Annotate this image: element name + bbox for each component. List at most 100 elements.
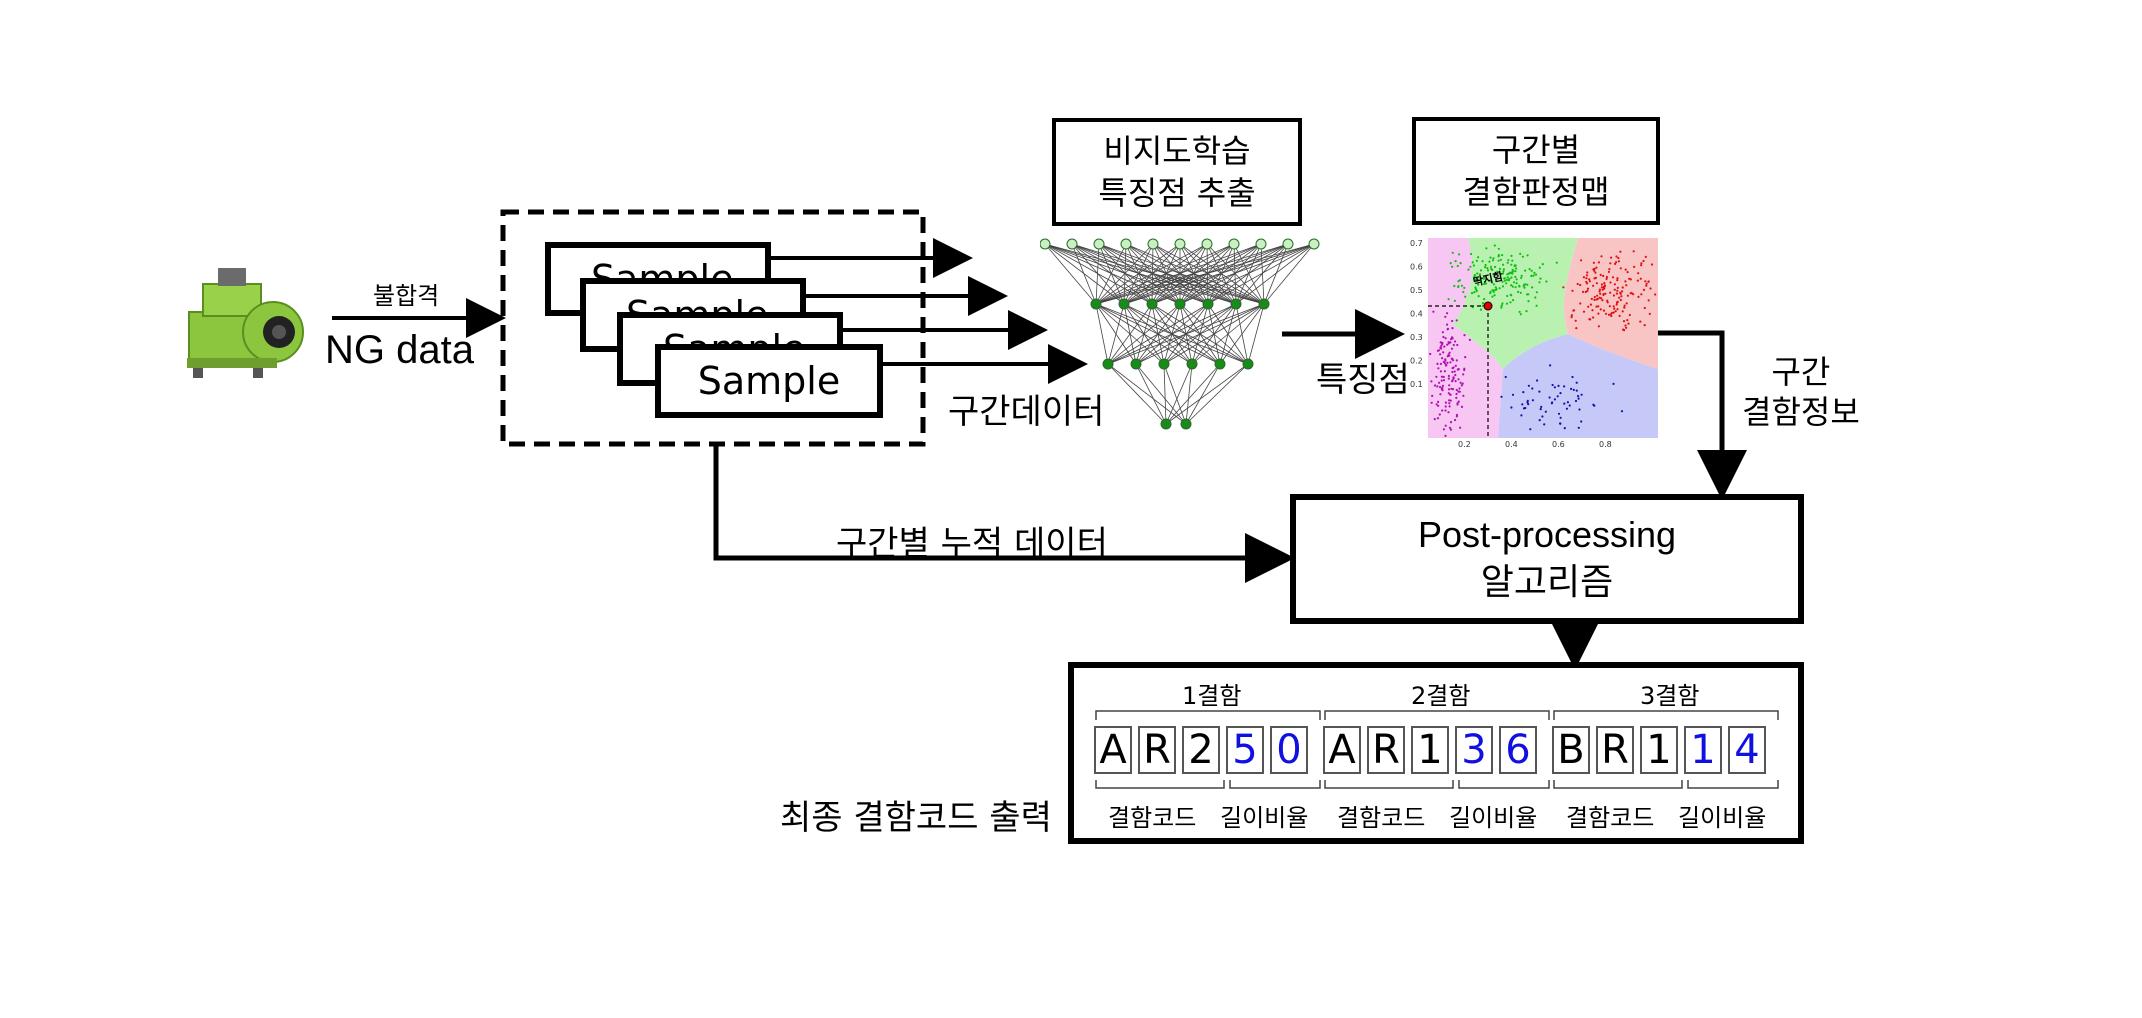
- map-point: [1580, 393, 1583, 396]
- length-ratio-label: 길이비율: [1220, 804, 1309, 832]
- map-point: [1489, 292, 1492, 295]
- map-point: [1449, 361, 1452, 364]
- nn-edge: [1095, 243, 1127, 305]
- map-point: [1472, 264, 1475, 267]
- map-point: [1441, 331, 1444, 334]
- map-point: [1478, 273, 1482, 276]
- map-point: [1599, 273, 1602, 276]
- map-point: [1457, 280, 1460, 283]
- map-point: [1446, 361, 1449, 364]
- map-point: [1630, 292, 1633, 295]
- map-point: [1616, 300, 1619, 303]
- map-point: [1441, 384, 1444, 387]
- map-point: [1458, 253, 1461, 256]
- map-point: [1444, 424, 1447, 427]
- map-point: [1613, 283, 1616, 286]
- map-point: [1538, 281, 1541, 284]
- map-point: [1452, 377, 1455, 380]
- map-point: [1636, 279, 1639, 282]
- map-point: [1565, 407, 1568, 410]
- region-green: [1453, 238, 1578, 369]
- neural-network: [1040, 238, 1320, 430]
- map-point: [1519, 313, 1522, 316]
- map-point: [1526, 401, 1529, 404]
- map-point: [1575, 327, 1578, 330]
- map-point: [1617, 256, 1620, 260]
- map-point: [1592, 403, 1595, 406]
- map-point: [1526, 283, 1529, 286]
- map-point: [1449, 393, 1452, 396]
- map-point: [1491, 289, 1494, 292]
- map-point: [1440, 379, 1443, 382]
- map-point: [1447, 374, 1450, 378]
- map-point: [1616, 277, 1619, 280]
- map-point: [1639, 320, 1642, 323]
- map-point: [1551, 383, 1554, 387]
- map-point: [1447, 392, 1450, 395]
- map-point: [1479, 308, 1483, 311]
- map-point: [1515, 278, 1518, 281]
- map-point: [1477, 295, 1480, 298]
- defect-code-char: R: [1367, 726, 1405, 774]
- map-point: [1609, 291, 1612, 294]
- map-point: [1597, 261, 1600, 264]
- map-point: [1433, 384, 1437, 387]
- nn-edge: [1044, 243, 1125, 305]
- map-point: [1585, 274, 1588, 277]
- map-point: [1458, 387, 1461, 390]
- map-point: [1493, 244, 1496, 247]
- map-annotation: 딱지함: [1472, 269, 1505, 289]
- map-point: [1487, 279, 1490, 282]
- segment-data-label: 구간데이터: [948, 392, 1105, 432]
- map-point: [1441, 386, 1444, 390]
- map-point: [1619, 298, 1622, 302]
- map-point: [1639, 277, 1642, 280]
- map-point: [1595, 298, 1598, 301]
- group-bracket: [1324, 710, 1550, 720]
- map-point: [1502, 263, 1505, 266]
- map-point: [1508, 271, 1511, 274]
- nn-edge: [1044, 243, 1097, 305]
- map-point: [1608, 268, 1611, 271]
- map-point: [1448, 384, 1451, 387]
- map-y-tick: 0.6: [1410, 263, 1423, 272]
- map-point: [1443, 370, 1446, 373]
- map-point: [1447, 341, 1450, 344]
- map-point: [1457, 378, 1460, 381]
- map-point: [1494, 286, 1497, 289]
- map-point: [1640, 262, 1643, 265]
- map-point: [1626, 271, 1629, 274]
- map-point: [1496, 270, 1499, 273]
- accumulated-data-label: 구간별 누적 데이터: [836, 524, 1108, 564]
- map-point: [1436, 349, 1439, 352]
- map-point: [1586, 289, 1589, 292]
- map-point: [1438, 413, 1441, 416]
- map-point: [1526, 254, 1529, 257]
- nn-node: [1040, 238, 1051, 250]
- map-point: [1501, 285, 1505, 288]
- map-point: [1563, 427, 1566, 430]
- map-point: [1454, 260, 1457, 263]
- map-point: [1642, 288, 1646, 291]
- map-point: [1453, 370, 1456, 373]
- map-point: [1483, 298, 1486, 301]
- map-point: [1447, 388, 1451, 391]
- map-point: [1444, 434, 1447, 437]
- map-point: [1520, 414, 1523, 417]
- nn-edge: [1135, 363, 1167, 425]
- map-point: [1498, 287, 1501, 290]
- map-point: [1451, 337, 1454, 340]
- map-point: [1621, 310, 1624, 313]
- map-point: [1541, 263, 1544, 266]
- map-output-arrow: [1650, 330, 1747, 500]
- map-point: [1439, 370, 1442, 373]
- map-point: [1483, 282, 1486, 286]
- map-point: [1574, 399, 1578, 403]
- map-point: [1457, 400, 1460, 403]
- map-point: [1521, 403, 1524, 406]
- map-point: [1531, 399, 1534, 402]
- nn-node: [1230, 298, 1242, 310]
- map-y-tick: 0.5: [1410, 286, 1423, 295]
- map-point: [1599, 308, 1602, 311]
- map-point: [1448, 354, 1451, 357]
